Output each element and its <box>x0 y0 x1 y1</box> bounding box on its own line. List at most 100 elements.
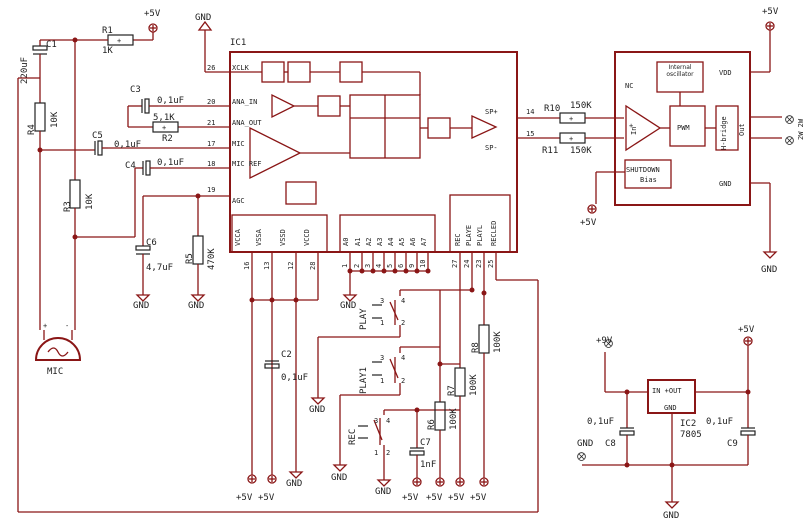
pin-13: 13 <box>263 262 271 270</box>
regulator-section: ⨂ +9V IN +OUT GND IC2 7805 +5V 0,1uF C8 … <box>577 325 756 521</box>
pin-num-ana-in: 20 <box>207 98 215 106</box>
r10-value: 150K <box>570 101 592 111</box>
out-label: 2W 2W <box>797 118 805 140</box>
gnd-addr-symbol <box>342 294 358 302</box>
svg-text:+: + <box>43 322 47 330</box>
c8-value: 0,1uF <box>587 417 614 427</box>
c1-value: 220uF <box>20 57 30 84</box>
amplifier-body <box>614 51 751 206</box>
amp-nc: NC <box>625 82 633 90</box>
gnd-addr-label: GND <box>340 301 356 311</box>
rec-switch: 31 42 REC GND <box>348 409 460 497</box>
r2-name: R2 <box>162 134 173 144</box>
svg-text:+: + <box>629 122 633 130</box>
ic2-value: 7805 <box>680 430 702 440</box>
vcc-bottom-label-2: +5V <box>258 493 275 503</box>
r3-name: R3 <box>63 201 73 212</box>
lbl-vssd: VSSD <box>279 229 287 246</box>
pin-27: 27 <box>451 260 459 268</box>
pin-9: 9 <box>408 264 416 268</box>
amp-in-label: In <box>630 127 638 135</box>
amp-shutdown: SHUTDOWN <box>626 166 660 174</box>
pin-3: 3 <box>364 264 372 268</box>
lbl-a1: A1 <box>354 238 362 246</box>
c3-body <box>144 98 150 114</box>
play1-label: PLAY1 <box>359 367 369 394</box>
lbl-vcca: VCCA <box>234 228 242 246</box>
c2-value: 0,1uF <box>281 373 308 383</box>
pin-24: 24 <box>463 260 471 268</box>
pin-name-sp-minus: SP- <box>485 144 498 152</box>
lbl-a3: A3 <box>376 238 384 246</box>
lbl-a2: A2 <box>365 238 373 246</box>
c7-value: 1nF <box>420 460 436 470</box>
c5-section: C5 0,1uF <box>92 131 141 156</box>
r5-value: 470K <box>207 248 217 270</box>
c9-value: 0,1uF <box>706 417 733 427</box>
pin-num-15: 15 <box>526 130 534 138</box>
r6-name: R6 <box>427 419 437 430</box>
lbl-a4: A4 <box>387 238 395 246</box>
r2-body <box>152 121 179 133</box>
r1-value: 1K <box>102 46 113 56</box>
r1-name: R1 <box>102 26 113 36</box>
play1-switch: 42 31 PLAY1 GND <box>331 346 440 483</box>
c2-name: C2 <box>281 350 292 360</box>
gnd-r5-label: GND <box>188 301 204 311</box>
svg-text:2: 2 <box>386 449 390 457</box>
pin-num-mic: 17 <box>207 140 215 148</box>
gnd-c6-label: GND <box>133 301 149 311</box>
r4-value: 10K <box>50 111 60 128</box>
amplifier-block: NC VDD GND Internal oscillator + In PWM … <box>580 7 805 275</box>
c4-name: C4 <box>125 161 136 171</box>
gnd-top-symbol <box>197 20 213 31</box>
amp-bias: Bias <box>640 176 657 184</box>
gnd-rec-label: GND <box>375 487 391 497</box>
ic1-label: IC1 <box>230 38 246 48</box>
ic2-inout: IN +OUT <box>652 387 682 395</box>
vcc-bottom-label-1: +5V <box>236 493 253 503</box>
lbl-recled: RECLED <box>490 221 498 246</box>
pwm-block <box>669 105 706 147</box>
r2-value: 5,1K <box>153 113 175 123</box>
r10-r11-section: + R10 150K + R11 150K <box>542 101 624 156</box>
lbl-a6: A6 <box>409 238 417 246</box>
svg-text:+: + <box>162 124 166 132</box>
svg-text:+: + <box>117 37 121 45</box>
c3-value: 0,1uF <box>157 96 184 106</box>
gnd-in-label: GND <box>577 439 593 449</box>
svg-text:4: 4 <box>401 354 405 362</box>
lbl-vccd: VCCD <box>303 229 311 246</box>
amp-vdd: VDD <box>719 69 732 77</box>
vin-label: +9V <box>596 336 613 346</box>
osc-label: Internal oscillator <box>666 64 694 78</box>
c4-body <box>145 160 151 176</box>
c1-body <box>32 45 48 51</box>
play-switch: 42 31 PLAY GND <box>309 287 475 415</box>
c4-value: 0,1uF <box>157 158 184 168</box>
r7-name: R7 <box>447 385 457 396</box>
pin-16: 16 <box>243 262 251 270</box>
gnd-reg-label: GND <box>663 511 679 521</box>
c5-body <box>97 140 103 156</box>
svg-text:3: 3 <box>380 297 384 305</box>
pin-23: 23 <box>475 260 483 268</box>
c7-name: C7 <box>420 438 431 448</box>
mic-label: MIC <box>47 367 63 377</box>
ic1: IC1 26 XCLK 20 ANA_IN 21 <box>108 38 560 253</box>
power-input-section: +5V + R1 1K GND C1 220uF <box>18 9 213 84</box>
svg-text:1: 1 <box>374 449 378 457</box>
vcc-r-label-2: +5V <box>426 493 443 503</box>
gnd-vssd-label: GND <box>286 479 302 489</box>
c9-body <box>740 430 756 436</box>
c1-name: C1 <box>46 40 57 50</box>
shutdown-block <box>624 159 672 189</box>
c4-section: C4 0,1uF <box>125 158 184 237</box>
c3-r2-section: C3 0,1uF + 5,1K R2 <box>127 85 184 144</box>
pin-5: 5 <box>386 264 394 268</box>
c3-name: C3 <box>130 85 141 95</box>
recled-loop <box>17 78 539 513</box>
r10-name: R10 <box>544 104 560 114</box>
r11-value: 150K <box>570 146 592 156</box>
